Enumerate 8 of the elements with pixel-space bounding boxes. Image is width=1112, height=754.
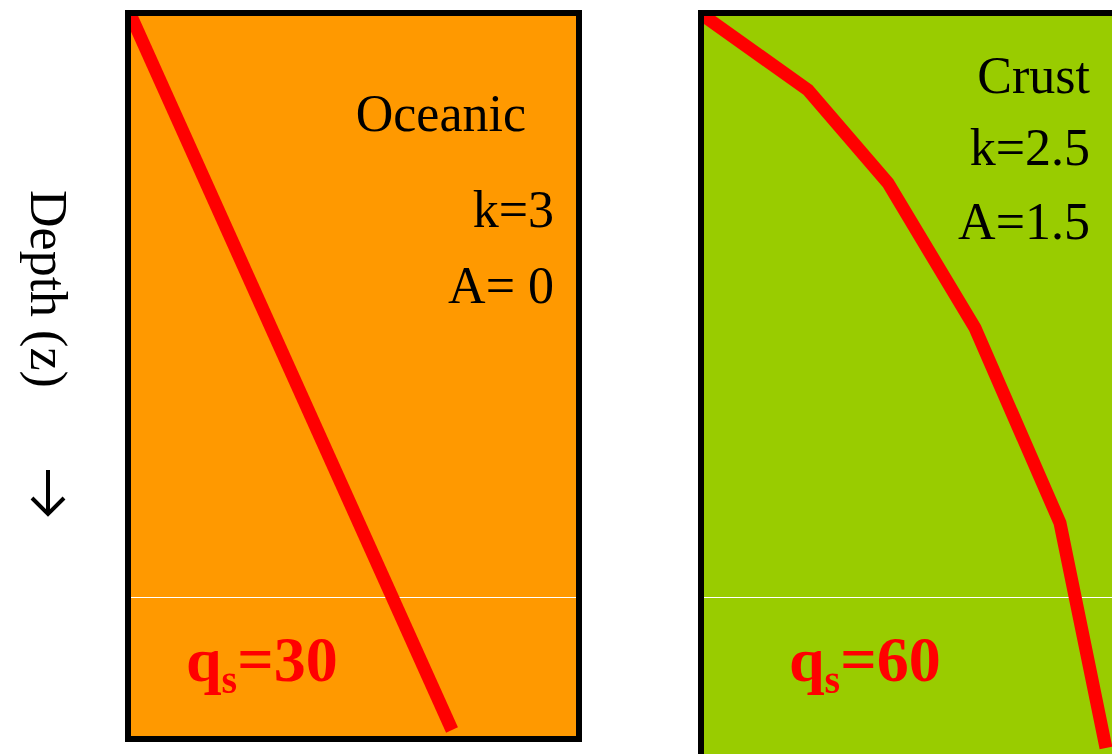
parameter-label: A=1.5 — [958, 196, 1090, 248]
layer-panel — [125, 10, 582, 742]
axis-label: Depth (z) — [22, 190, 74, 388]
parameter-label: k=3 — [472, 184, 554, 236]
parameter-label: k=2.5 — [969, 122, 1090, 174]
layer-name: Crust — [977, 50, 1090, 102]
parameter-label: A= 0 — [448, 260, 554, 312]
layer-name: Oceanic — [355, 88, 526, 140]
